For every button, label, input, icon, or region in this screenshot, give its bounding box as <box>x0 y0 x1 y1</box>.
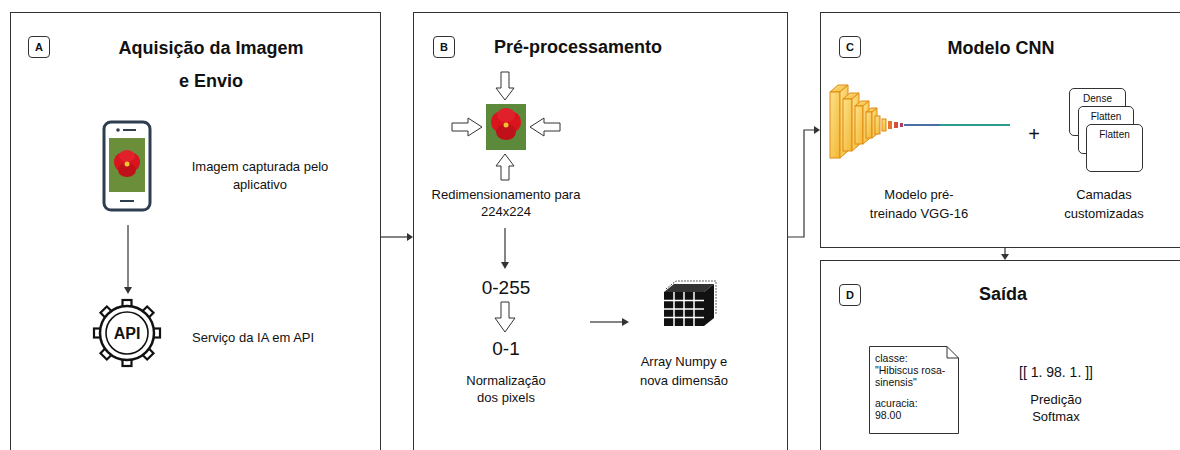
panel-badge: D <box>839 284 861 306</box>
panel-title: Aquisição da Imagem e Envio <box>115 32 307 98</box>
panel-title: Modelo CNN <box>901 36 1101 60</box>
panel-letter: B <box>434 37 454 57</box>
panel-badge: A <box>28 36 50 58</box>
result-text: acuracia: 98.00 <box>875 397 946 421</box>
stage-panel: Saída [[ 1. 98. 1. ]] Predição Softmax Dcla… <box>820 260 1180 450</box>
connector-line <box>1004 248 1005 255</box>
flow-arrow <box>124 225 132 294</box>
resize-arrows <box>452 72 560 180</box>
result-document: classe: "Hibiscus rosa-sinensis" acuracia… <box>869 346 959 434</box>
api-gear-icon <box>94 300 160 366</box>
value-range: 0-1 <box>456 338 556 360</box>
layer-card: Flatten <box>1086 124 1143 172</box>
icon-text: API <box>107 324 147 343</box>
softmax-vector: [[ 1. 98. 1. ]] <box>981 363 1131 381</box>
phone-icon <box>104 122 150 210</box>
document-fold <box>947 347 959 359</box>
connector <box>1001 248 1009 260</box>
stage-panel: Modelo CNN Modelo pré-treinado VGG-16 + Cam… <box>820 12 1180 248</box>
array-icon <box>664 281 716 326</box>
hollow-arrow <box>495 302 515 332</box>
stage-panel: Aquisição da Imagem e EnvioImagem captur… <box>10 12 381 450</box>
panel-badge: C <box>839 36 861 58</box>
step-caption: Predição Softmax <box>1016 391 1096 425</box>
flow-arrow <box>590 318 629 326</box>
connector <box>381 233 413 241</box>
panel-title: Pré-processamento <box>448 35 708 59</box>
step-caption: Imagem capturada pelo aplicativo <box>180 158 340 194</box>
connector-line <box>788 130 815 237</box>
panel-letter: D <box>840 285 860 305</box>
flower-thumbnail <box>486 104 526 150</box>
panel-title: Saída <box>943 282 1063 306</box>
connector <box>788 126 820 237</box>
panel-letter: A <box>29 37 49 57</box>
step-caption: Camadas customizadas <box>1054 185 1154 223</box>
plus-sign: + <box>1022 122 1046 146</box>
step-caption: Modelo pré-treinado VGG-16 <box>866 185 972 223</box>
step-caption: Normalização dos pixels <box>456 372 556 406</box>
vgg16-illustration <box>830 85 1010 158</box>
step-caption: Redimensionamento para 224x224 <box>431 186 581 220</box>
value-range: 0-255 <box>456 277 556 299</box>
panel-badge: B <box>433 36 455 58</box>
step-caption: Array Numpy e nova dimensão <box>634 352 734 390</box>
panel-letter: C <box>840 37 860 57</box>
layer-name: Flatten <box>1087 129 1142 140</box>
document-shape <box>870 347 959 434</box>
layer-name: Flatten <box>1079 111 1133 122</box>
flow-arrow <box>501 228 509 269</box>
result-text: classe: "Hibiscus rosa-sinensis" <box>875 352 946 388</box>
stage-panel: Pré-processamentoRedimensionamento para … <box>413 12 788 450</box>
step-caption: Serviço da IA em API <box>192 329 367 347</box>
connector-line <box>381 236 408 237</box>
layer-name: Dense <box>1070 93 1125 104</box>
